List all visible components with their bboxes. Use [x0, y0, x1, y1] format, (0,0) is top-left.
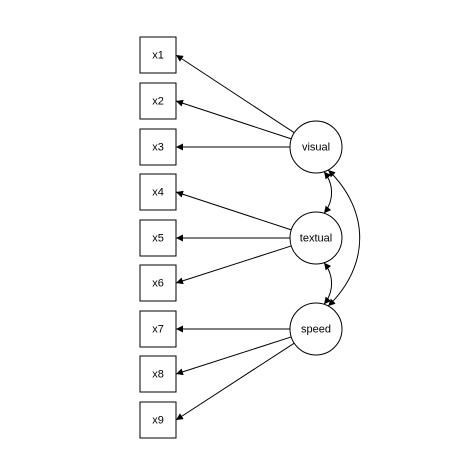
covariance-arrow-textual-speed [323, 262, 333, 305]
latent-node-visual: visual [289, 120, 343, 174]
observed-label: x2 [152, 96, 164, 108]
observed-label: x5 [152, 233, 164, 245]
latent-circle [289, 211, 343, 265]
edges [175, 54, 361, 421]
observed-box [139, 401, 177, 439]
observed-box [139, 36, 177, 74]
observed-node-x8: x8 [139, 355, 177, 393]
covariance-arrow-visual-speed [327, 169, 361, 307]
loading-arrow-visual-x2 [175, 99, 292, 140]
observed-node-x2: x2 [139, 82, 177, 120]
covariance-arrow-visual-textual [323, 171, 333, 214]
observed-label: x7 [152, 324, 164, 336]
observed-node-x5: x5 [139, 219, 177, 257]
observed-label: x3 [152, 142, 164, 154]
loading-arrow-textual-x4 [175, 190, 292, 231]
latent-circle [289, 302, 343, 356]
latent-label: textual [300, 233, 332, 245]
observed-box [139, 82, 177, 120]
observed-node-x7: x7 [139, 310, 177, 348]
observed-box [139, 310, 177, 348]
observed-label: x6 [152, 278, 164, 290]
observed-node-x3: x3 [139, 128, 177, 166]
observed-node-x1: x1 [139, 36, 177, 74]
observed-node-x6: x6 [139, 264, 177, 302]
observed-label: x9 [152, 415, 164, 427]
latent-label: speed [301, 324, 331, 336]
latent-node-speed: speed [289, 302, 343, 356]
observed-node-x9: x9 [139, 401, 177, 439]
loading-arrow-speed-x8 [175, 336, 292, 376]
observed-box [139, 173, 177, 211]
latent-label: visual [302, 142, 330, 154]
observed-node-x4: x4 [139, 173, 177, 211]
loading-arrow-speed-x9 [175, 342, 295, 421]
observed-label: x1 [152, 50, 164, 62]
observed-box [139, 355, 177, 393]
loading-arrow-visual-x1 [175, 54, 295, 134]
observed-label: x8 [152, 369, 164, 381]
latent-circle [289, 120, 343, 174]
observed-label: x4 [152, 187, 164, 199]
observed-box [139, 219, 177, 257]
observed-box [139, 128, 177, 166]
loading-arrow-textual-x6 [175, 245, 292, 285]
nodes: x1 x2 x3 x4 x5 x6 x7 x8 x9 visual textual speed [139, 36, 343, 439]
observed-box [139, 264, 177, 302]
latent-node-textual: textual [289, 211, 343, 265]
